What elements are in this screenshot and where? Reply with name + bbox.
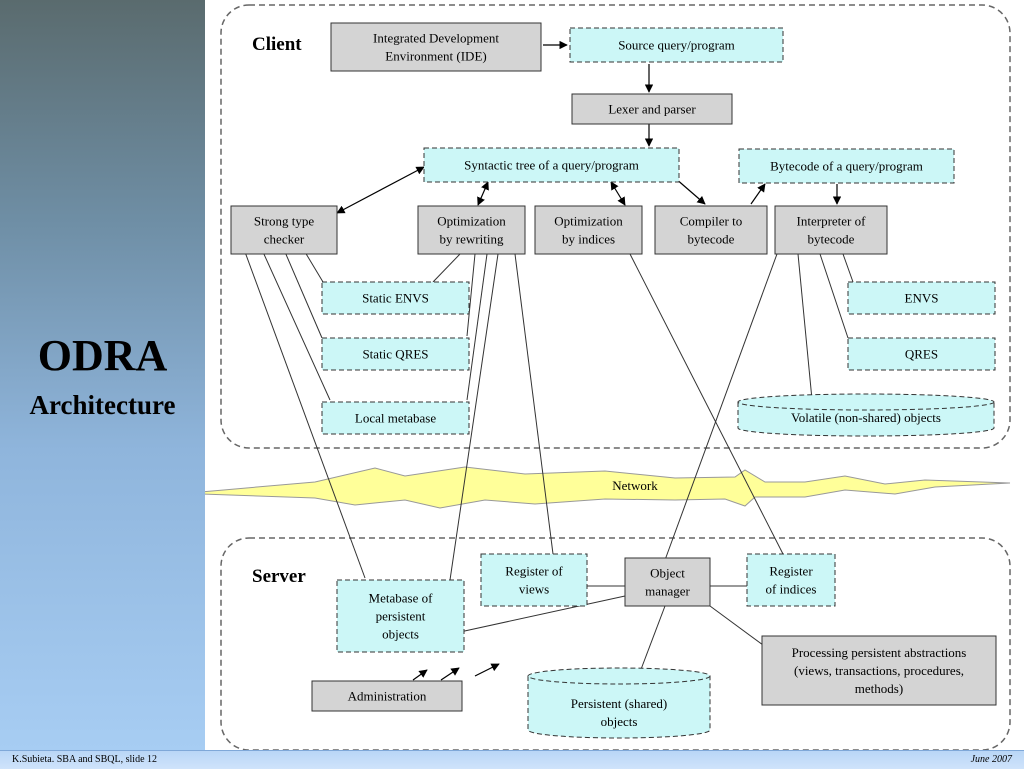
server-label: Server: [252, 566, 306, 587]
node-bytecode: Bytecode of a query/program: [738, 148, 955, 184]
network-bolt: [205, 466, 1011, 509]
node-compiler: Compiler to bytecode: [654, 205, 768, 255]
node-type-checker-label: checker: [264, 232, 305, 247]
slide-subtitle: Architecture: [29, 390, 176, 420]
node-qres: QRES: [847, 337, 996, 371]
node-type-checker-label: Strong type: [254, 214, 315, 229]
node-static-qres: Static QRES: [321, 337, 470, 371]
node-opt-rewriting-label: Optimization: [437, 214, 506, 229]
node-lexer: Lexer and parser: [571, 93, 733, 125]
node-source: Source query/program: [569, 27, 784, 63]
node-compiler-label: Compiler to: [680, 214, 742, 229]
node-register-indices: Register of indices: [746, 553, 836, 607]
node-opt-indices: Optimization by indices: [534, 205, 643, 255]
node-type-checker: Strong type checker: [230, 205, 338, 255]
node-processing: Processing persistent abstractions (views…: [761, 635, 997, 706]
node-ide-label: Environment (IDE): [385, 49, 486, 64]
persistent-objects-label-1: Persistent (shared): [571, 696, 667, 711]
node-interpreter: Interpreter of bytecode: [774, 205, 888, 255]
node-static-envs: Static ENVS: [321, 281, 470, 315]
node-static-envs-label: Static ENVS: [362, 291, 429, 306]
node-metabase-persistent-label: Metabase of: [369, 591, 434, 606]
node-processing-label: Processing persistent abstractions: [792, 645, 967, 660]
volatile-objects-label: Volatile (non-shared) objects: [791, 410, 941, 425]
node-ide-label: Integrated Development: [373, 31, 499, 46]
node-static-qres-label: Static QRES: [362, 347, 428, 362]
node-object-manager: Object manager: [624, 557, 711, 607]
node-lexer-label: Lexer and parser: [608, 102, 696, 117]
node-administration: Administration: [311, 680, 463, 712]
node-metabase-persistent-label: persistent: [376, 609, 426, 624]
node-envs-label: ENVS: [905, 291, 939, 306]
network-label: Network: [612, 478, 658, 493]
node-compiler-label: bytecode: [688, 232, 735, 247]
node-interpreter-label: bytecode: [808, 232, 855, 247]
sidebar: ODRA Architecture: [0, 0, 205, 750]
node-processing-label: methods): [855, 681, 903, 696]
footer-credit: K.Subieta. SBA and SBQL, slide 12: [12, 754, 158, 765]
node-local-metabase-label: Local metabase: [355, 411, 436, 426]
footer: K.Subieta. SBA and SBQL, slide 12 June 2…: [0, 750, 1024, 769]
node-bytecode-label: Bytecode of a query/program: [770, 159, 923, 174]
client-zone: [220, 4, 1011, 449]
node-register-views-label: Register of: [505, 564, 563, 579]
node-register-indices-label: of indices: [766, 582, 817, 597]
node-interpreter-label: Interpreter of: [797, 214, 867, 229]
node-processing-label: (views, transactions, procedures,: [794, 663, 964, 678]
node-opt-indices-label: Optimization: [554, 214, 623, 229]
node-metabase-persistent: Metabase of persistent objects: [336, 579, 465, 653]
node-metabase-persistent-label: objects: [382, 627, 419, 642]
volatile-objects-cylinder: Volatile (non-shared) objects: [737, 393, 995, 437]
persistent-objects-cylinder: Persistent (shared) objects: [527, 667, 711, 739]
node-register-indices-label: Register: [769, 564, 813, 579]
node-syntax-tree: Syntactic tree of a query/program: [423, 147, 680, 183]
node-opt-rewriting: Optimization by rewriting: [417, 205, 526, 255]
node-object-manager-label: Object: [650, 566, 685, 581]
node-register-views-label: views: [519, 582, 549, 597]
node-opt-indices-label: by indices: [562, 232, 615, 247]
slide-title: ODRA: [37, 331, 168, 380]
node-qres-label: QRES: [905, 347, 938, 362]
node-register-views: Register of views: [480, 553, 588, 607]
node-syntax-tree-label: Syntactic tree of a query/program: [464, 158, 639, 173]
node-opt-rewriting-label: by rewriting: [440, 232, 504, 247]
client-label: Client: [252, 34, 302, 55]
persistent-objects-label-2: objects: [601, 714, 638, 729]
node-envs: ENVS: [847, 281, 996, 315]
node-object-manager-label: manager: [645, 584, 690, 599]
architecture-diagram: Client Server Network: [205, 0, 1024, 750]
node-local-metabase: Local metabase: [321, 401, 470, 435]
node-source-label: Source query/program: [618, 38, 735, 53]
footer-date: June 2007: [970, 754, 1012, 765]
node-administration-label: Administration: [348, 689, 427, 704]
server-zone: [220, 537, 1011, 750]
